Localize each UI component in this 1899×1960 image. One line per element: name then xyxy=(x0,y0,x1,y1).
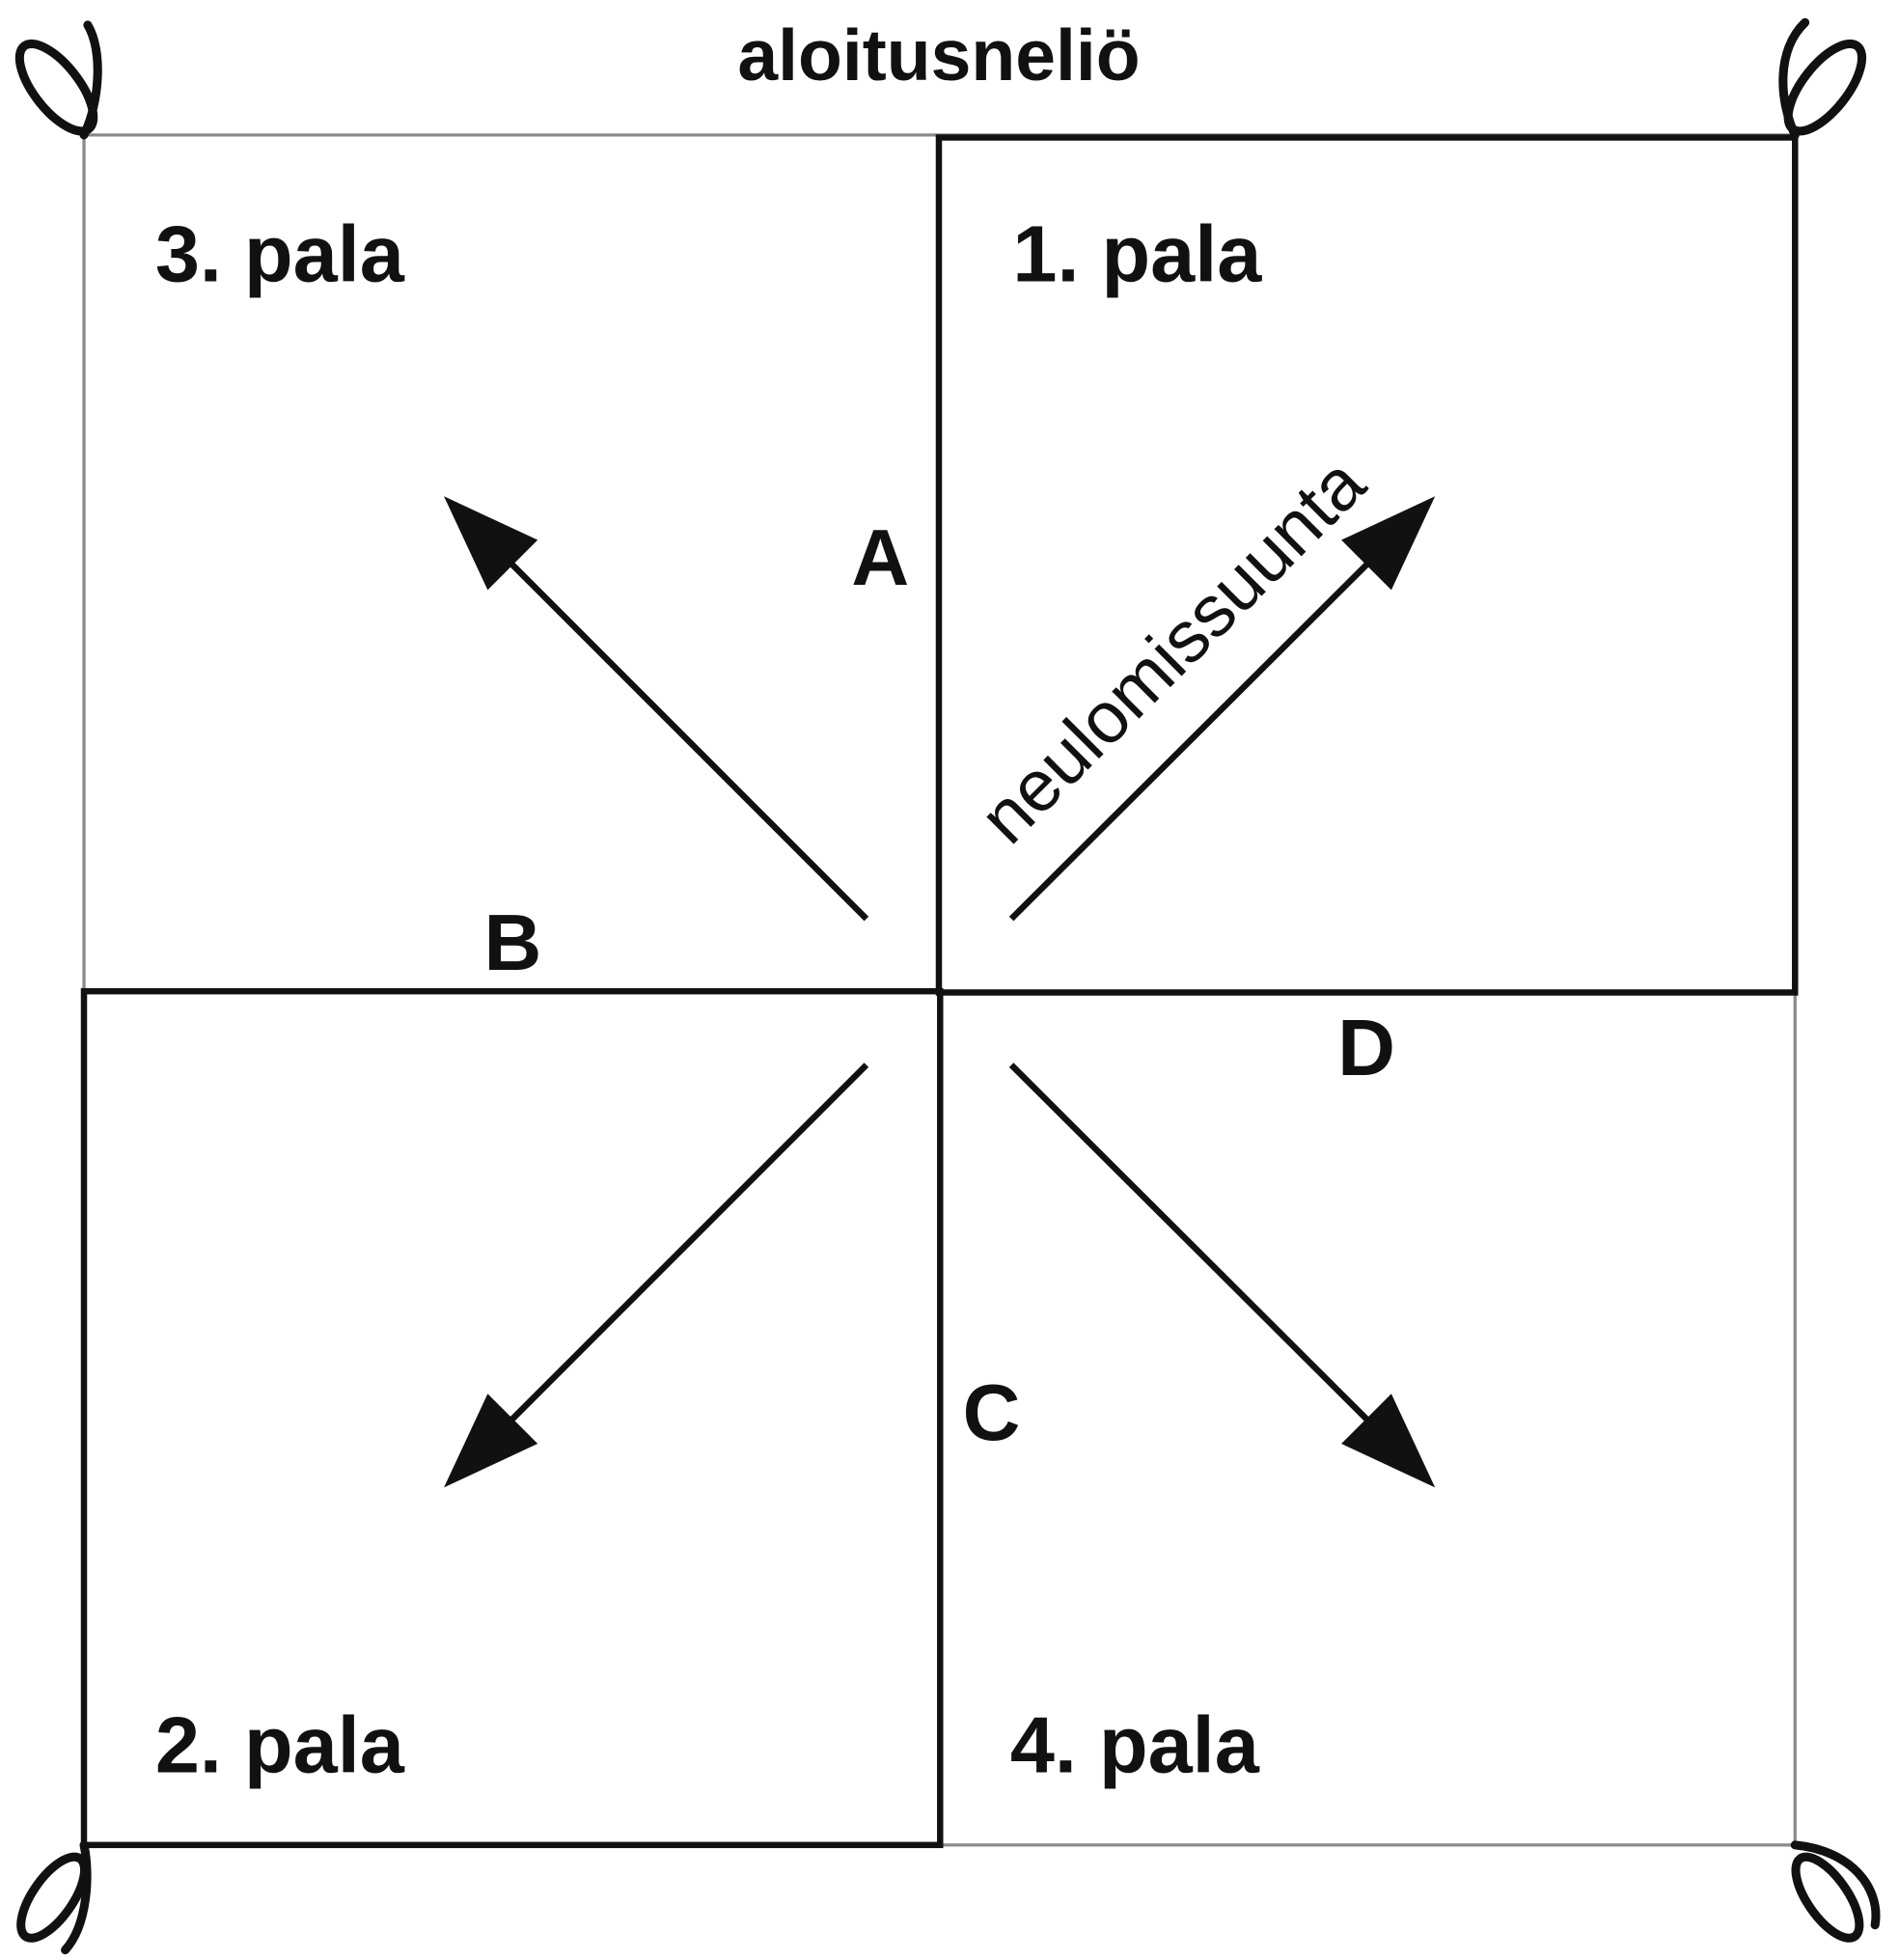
diagram-title: aloitusneliö xyxy=(737,14,1140,96)
piece-4-label: 4. pala xyxy=(1010,1700,1260,1790)
yarn-loop-icon-bottom-left xyxy=(16,1840,92,1955)
piece-2-label: 2. pala xyxy=(155,1700,405,1790)
arrow-nw xyxy=(444,496,869,922)
arrow-ne xyxy=(1008,496,1436,922)
piece-2-square xyxy=(80,987,944,1849)
piece-1-square xyxy=(935,134,1799,996)
piece-1-label: 1. pala xyxy=(1012,208,1262,298)
arrow-sw xyxy=(444,1063,869,1488)
yarn-loop-icon-top-right xyxy=(1778,17,1867,140)
piece-3-label: 3. pala xyxy=(155,208,405,298)
yarn-loop-icon-bottom-right xyxy=(1790,1840,1881,1943)
knitting-direction-label: neulomissuunta xyxy=(964,442,1381,859)
arrow-se xyxy=(1008,1063,1436,1488)
edge-d-label: D xyxy=(1337,1003,1395,1092)
edge-a-label: A xyxy=(851,512,909,602)
yarn-loop-icon-top-left xyxy=(14,20,102,140)
edge-c-label: C xyxy=(963,1367,1021,1457)
edge-b-label: B xyxy=(484,897,542,987)
